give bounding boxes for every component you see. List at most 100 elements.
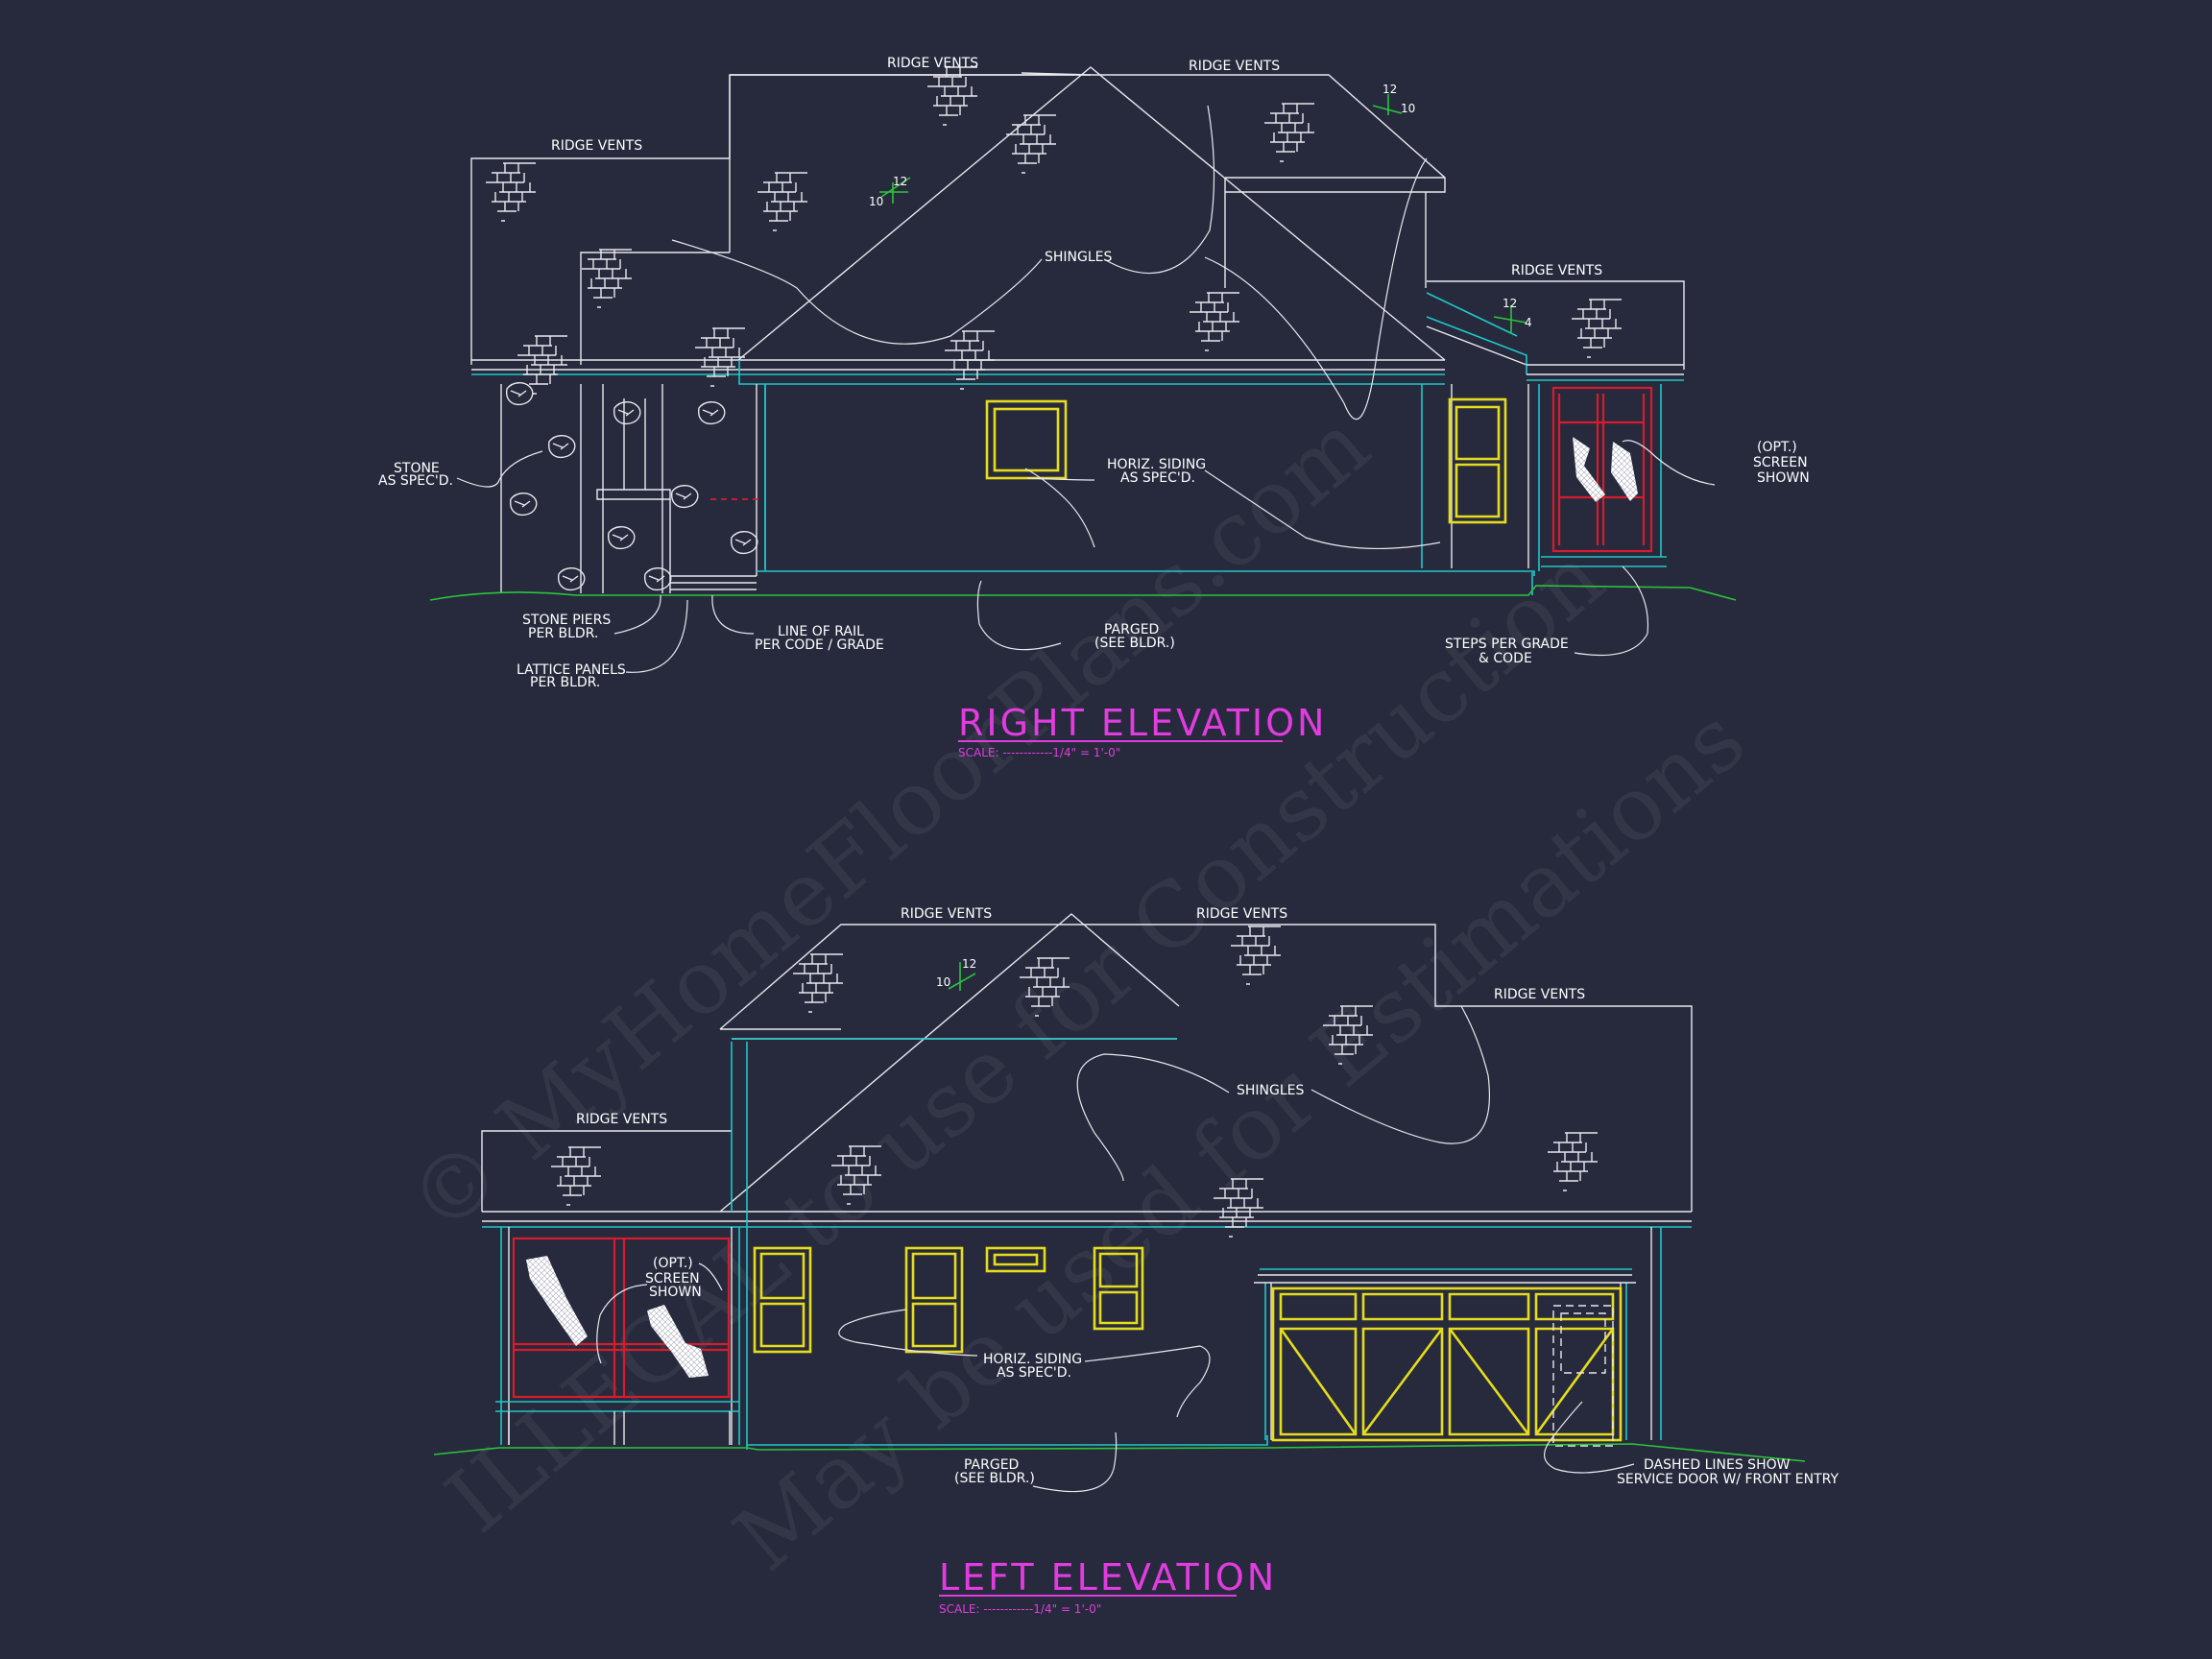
note-dashed-lines: DASHED LINES SHOW	[1644, 1457, 1791, 1473]
note-horiz-siding: HORIZ. SIDING	[983, 1352, 1082, 1367]
ridge-vent-brick	[757, 172, 808, 231]
note-stone: STONE	[394, 461, 440, 476]
note-screen: SCREEN	[645, 1271, 700, 1286]
note-ridge-vents: RIDGE VENTS	[1196, 906, 1287, 922]
ridge-vent-brick	[1005, 114, 1057, 174]
pitch-b-run: 12	[1382, 83, 1397, 96]
stone-texture	[670, 485, 699, 509]
note-parged: (SEE BLDR.)	[954, 1471, 1035, 1486]
ridge-vent-brick	[694, 327, 746, 387]
note-dashed-lines: SERVICE DOOR W/ FRONT ENTRY	[1617, 1472, 1839, 1487]
left-elevation-windows	[753, 1246, 1144, 1354]
right-elevation-scale: SCALE: ------------1/4" = 1'-0"	[958, 746, 1120, 759]
note-parged: (SEE BLDR.)	[1094, 636, 1175, 651]
pitch-c-rise: 4	[1525, 316, 1532, 329]
left-elevation-notes: RIDGE VENTS RIDGE VENTS RIDGE VENTS RIDG…	[576, 906, 1839, 1487]
note-ridge-vents: RIDGE VENTS	[1511, 263, 1602, 278]
right-elevation-pitch-marks: 10 12 12 10 12 4	[869, 83, 1532, 334]
stone-texture	[547, 435, 576, 459]
left-elevation: 10 12 RIDGE VENTS RIDGE VENTS RIDGE VENT…	[433, 906, 1839, 1616]
grade-line	[433, 1443, 1806, 1462]
note-stone: AS SPEC'D.	[378, 473, 453, 489]
note-line-of-rail: LINE OF RAIL	[778, 624, 864, 639]
screen-porch	[512, 1237, 731, 1399]
left-elevation-scale: SCALE: ------------1/4" = 1'-0"	[939, 1602, 1101, 1616]
right-elevation-windows	[985, 386, 1653, 553]
note-screen: SHOWN	[1757, 470, 1810, 486]
ridge-vent-brick	[1230, 926, 1282, 985]
left-elevation-title: LEFT ELEVATION	[939, 1556, 1277, 1599]
stone-texture	[607, 526, 636, 550]
note-shingles: SHINGLES	[1237, 1083, 1305, 1098]
pitch-a-run: 12	[893, 175, 907, 188]
ridge-vent-brick	[581, 249, 633, 308]
ridge-vent-brick	[485, 162, 537, 222]
window-sash	[993, 407, 1060, 472]
window	[1448, 397, 1507, 524]
note-horiz-siding: AS SPEC'D.	[1120, 470, 1195, 486]
stone-texture	[730, 531, 758, 555]
right-elevation-roof-vents	[485, 66, 1623, 395]
left-elevation-roofs	[481, 913, 1693, 1450]
left-elevation-walls	[495, 1227, 1662, 1446]
pitch-a-rise: 10	[869, 195, 883, 208]
transom-window	[985, 1246, 1046, 1273]
note-lattice-panels: LATTICE PANELS	[517, 662, 626, 678]
screen-door	[1551, 386, 1653, 553]
window	[1093, 1246, 1144, 1331]
note-screen: SCREEN	[1753, 455, 1808, 470]
right-elevation-title: RIGHT ELEVATION	[958, 702, 1327, 744]
left-elevation-pitch-marks: 10 12	[936, 957, 976, 991]
note-parged: PARGED	[1104, 622, 1159, 637]
stone-texture	[613, 401, 641, 425]
note-steps: & CODE	[1479, 651, 1532, 666]
stone-texture	[505, 382, 534, 406]
left-elevation-leaders	[596, 1005, 1635, 1493]
right-elevation-notes: RIDGE VENTS RIDGE VENTS RIDGE VENTS RIDG…	[378, 56, 1810, 690]
note-stone-piers: PER BLDR.	[528, 626, 598, 641]
note-ridge-vents: RIDGE VENTS	[1494, 987, 1585, 1002]
note-shingles: SHINGLES	[1045, 250, 1113, 265]
note-stone-piers: STONE PIERS	[522, 613, 611, 628]
pitch-c-run: 12	[1503, 297, 1517, 310]
right-elevation-porch-stone	[500, 382, 1667, 595]
window	[753, 1246, 812, 1354]
pitch-a-rise: 10	[936, 975, 950, 989]
stone-texture	[643, 567, 672, 591]
note-ridge-vents: RIDGE VENTS	[901, 906, 992, 922]
ridge-vent-brick	[1189, 292, 1240, 351]
stone-texture	[509, 493, 538, 517]
ridge-vent-brick	[1571, 299, 1623, 358]
stone-texture	[697, 401, 726, 425]
ridge-vent-brick	[926, 66, 978, 126]
note-ridge-vents: RIDGE VENTS	[576, 1112, 667, 1127]
window	[985, 399, 1068, 480]
window	[904, 1246, 964, 1354]
note-ridge-vents: RIDGE VENTS	[1189, 59, 1280, 74]
garage-door-panel	[1271, 1286, 1623, 1442]
right-elevation-roofs	[470, 66, 1685, 385]
note-ridge-vents: RIDGE VENTS	[551, 138, 642, 154]
right-elevation-walls	[764, 384, 1662, 571]
pitch-a-run: 12	[962, 957, 976, 971]
note-screen: (OPT.)	[653, 1256, 693, 1271]
right-elevation: 10 12 12 10 12 4 RIDGE VENTS RI	[378, 56, 1810, 759]
right-elevation-leaders	[456, 105, 1716, 673]
garage-door	[1254, 1268, 1636, 1447]
note-ridge-vents: RIDGE VENTS	[887, 56, 978, 71]
note-screen: SHOWN	[649, 1285, 702, 1300]
note-line-of-rail: PER CODE / GRADE	[755, 637, 884, 653]
left-elevation-screen-porch	[512, 1237, 731, 1399]
note-screen: (OPT.)	[1757, 440, 1797, 455]
note-steps: STEPS PER GRADE	[1445, 637, 1569, 652]
grade-line	[429, 585, 1737, 601]
note-parged: PARGED	[964, 1457, 1019, 1473]
note-horiz-siding: HORIZ. SIDING	[1107, 457, 1206, 472]
note-horiz-siding: AS SPEC'D.	[997, 1365, 1071, 1381]
ridge-vent-brick	[517, 335, 568, 395]
ridge-vent-brick	[1547, 1132, 1599, 1191]
note-lattice-panels: PER BLDR.	[530, 675, 600, 690]
pitch-b-rise: 10	[1401, 102, 1415, 115]
ridge-vent-brick	[1263, 103, 1315, 162]
